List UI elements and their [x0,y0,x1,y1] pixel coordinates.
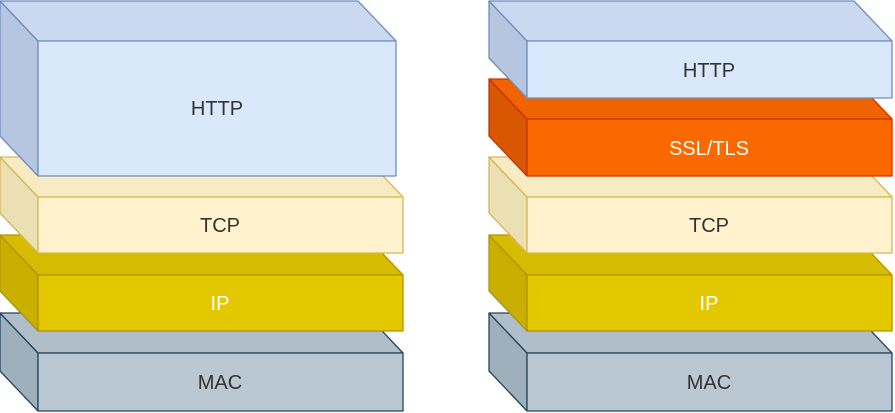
layer-label-mac: MAC [198,372,242,394]
layer-label-ip: IP [211,293,230,315]
https-stack: MAC IP TCP SSL/TLS HTTP [488,0,893,412]
http-stack: MAC IP TCP HTTP [0,0,404,412]
layer-label-ip: IP [700,293,719,315]
layer-label-http: HTTP [191,98,243,120]
layer-label-ssl-tls: SSL/TLS [669,138,749,160]
layer-http: HTTP [0,0,397,177]
layer-http: HTTP [488,0,893,99]
layer-label-tcp: TCP [689,215,729,237]
layer-label-mac: MAC [687,372,731,394]
layer-label-http: HTTP [683,60,735,82]
layer-label-tcp: TCP [200,215,240,237]
